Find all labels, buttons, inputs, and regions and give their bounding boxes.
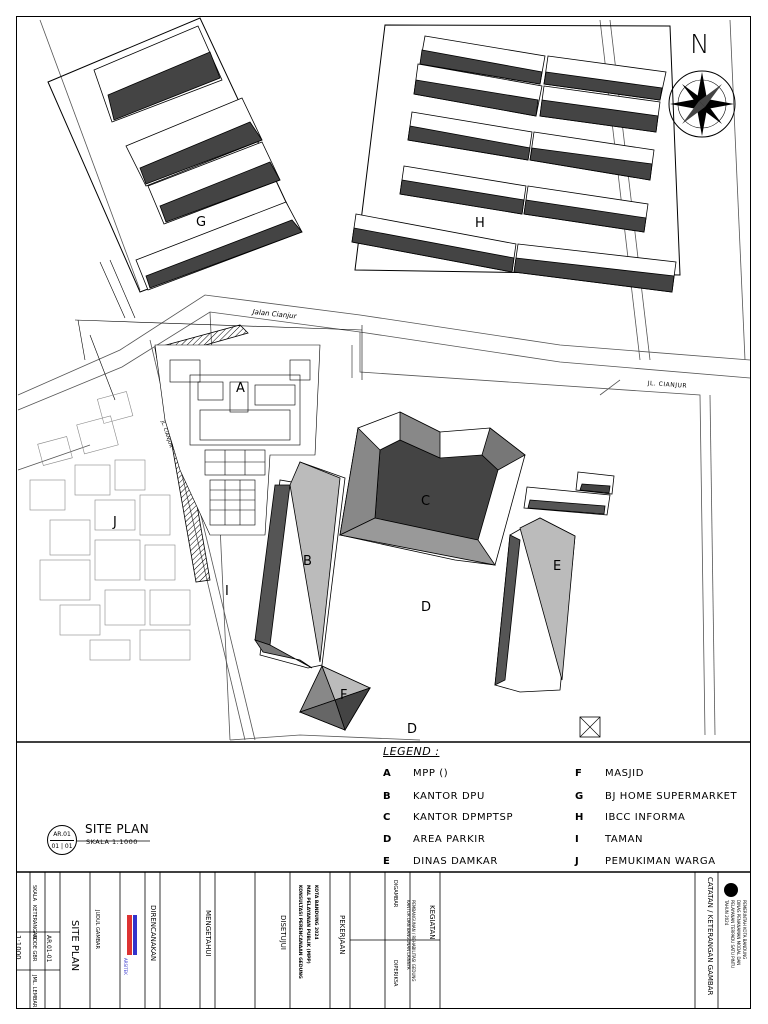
tb-mengetahui: MENGETAHUI — [204, 910, 212, 957]
tb-catatan: CATATAN / KETERANGAN GAMBAR — [706, 877, 714, 996]
tb-agency-4: TAHUN 2024 — [724, 900, 729, 926]
tb-consultant-logo-text: ARSITEK — [123, 958, 128, 975]
legend-key: B — [383, 791, 392, 802]
area-label-a: A — [236, 381, 245, 396]
legend-key: I — [575, 834, 580, 845]
legend-label: AREA PARKIR — [413, 834, 486, 845]
legend-key: E — [383, 856, 391, 867]
building-f — [298, 664, 372, 731]
tb-scale-value: 1:1000 — [14, 935, 22, 960]
sheet-code: AR.01 — [53, 831, 71, 838]
tb-kegiatan: KEGIATAN — [428, 905, 436, 940]
legend-key: F — [575, 768, 583, 779]
building-b — [254, 461, 346, 669]
consultant-logo — [127, 915, 137, 955]
site-plan-scale: SKALA 1:1000 — [86, 838, 138, 846]
tb-agency-3: PELAYANAN TERPADU SATU PINTU — [730, 900, 735, 969]
area-label-j: J — [113, 515, 117, 530]
dimension-lines — [74, 259, 363, 401]
tb-disetujui: DISETUJUI — [279, 915, 287, 950]
legend-key: J — [575, 856, 580, 867]
legend-label: PEMUKIMAN WARGA — [605, 856, 716, 867]
legend-key: H — [575, 812, 584, 823]
tb-kegiatan-value: PEMBANGUNAN / REHABILITASI GEDUNG KANTOR… — [406, 900, 416, 982]
legend-label: IBCC INFORMA — [605, 812, 686, 823]
legend-label: TAMAN — [605, 834, 644, 845]
agency-logo-icon — [724, 883, 738, 897]
legend-key: C — [383, 812, 391, 823]
tb-keterangan: KETERANGAN — [31, 905, 37, 940]
tb-agency-1: PEMERINTAH KOTA BANDUNG — [742, 900, 747, 960]
building-c — [338, 411, 526, 566]
building-g-rows — [93, 25, 303, 291]
tb-drawing-name: SITE PLAN — [69, 920, 80, 972]
area-label-e: E — [553, 559, 562, 574]
tb-jml-lembar: JML. LEMBAR — [31, 975, 37, 1008]
sheet-number: 01 | 01 — [51, 843, 73, 850]
north-arrow-icon — [668, 70, 736, 138]
building-h-rows — [351, 35, 677, 293]
tb-drawing-header: JUDUL GAMBAR — [94, 910, 100, 949]
legend-label: DINAS DAMKAR — [413, 856, 498, 867]
tb-sheet-ref: AR.01-01 — [45, 935, 52, 963]
drawing-sheet — [16, 16, 751, 1009]
tb-agency-2: DINAS PENANAMAN MODAL DAN — [736, 900, 741, 966]
legend-label: MPP () — [413, 768, 449, 779]
legend-label: KANTOR DPMPTSP — [413, 812, 514, 823]
legend-key: A — [383, 768, 392, 779]
north-label: N — [690, 30, 710, 60]
tb-project-line-2: MAL PELAYANAN PUBLIK (MPP) — [305, 885, 310, 964]
area-label-h: H — [475, 216, 485, 231]
area-label-f: F — [340, 688, 348, 703]
legend-key: D — [383, 834, 392, 845]
area-label-d-south: D — [407, 722, 418, 737]
building-a-plan — [154, 344, 321, 536]
legend-label: BJ HOME SUPERMARKET — [605, 791, 738, 802]
tb-project-line-3: KOTA BANDUNG 2024 — [313, 885, 318, 940]
settlement-j — [29, 391, 191, 661]
tb-digambar: DIGAMBAR — [392, 880, 398, 908]
area-label-b: B — [303, 554, 312, 569]
tb-scale-header: SKALA — [31, 885, 37, 902]
legend-label: MASJID — [605, 768, 645, 779]
building-e — [494, 517, 576, 693]
site-plan-title: SITE PLAN — [85, 822, 149, 836]
area-label-d: D — [421, 600, 432, 615]
legend-label: KANTOR DPU — [413, 791, 485, 802]
tb-pekerjaan: PEKERJAAN — [338, 915, 346, 955]
legend-title: LEGEND : — [383, 745, 440, 758]
lot-h-outline — [354, 24, 681, 276]
tb-direncanakan: DIRENCANAKAN — [149, 905, 157, 962]
tb-kode-gbr: KODE GBR — [31, 935, 37, 962]
legend-key: G — [575, 791, 584, 802]
small-buildings — [523, 471, 615, 738]
area-label-g: G — [196, 215, 207, 230]
area-label-c: C — [421, 494, 431, 509]
tb-diperiksa: DIPERIKSA — [392, 960, 398, 987]
tb-project-line-1: KONSULTASI PERENCANAAN GEDUNG — [297, 885, 302, 979]
title-block-grid — [17, 872, 719, 1008]
sheet-reference-circle: AR.01 01 | 01 — [47, 825, 77, 855]
area-label-i: I — [225, 584, 229, 599]
